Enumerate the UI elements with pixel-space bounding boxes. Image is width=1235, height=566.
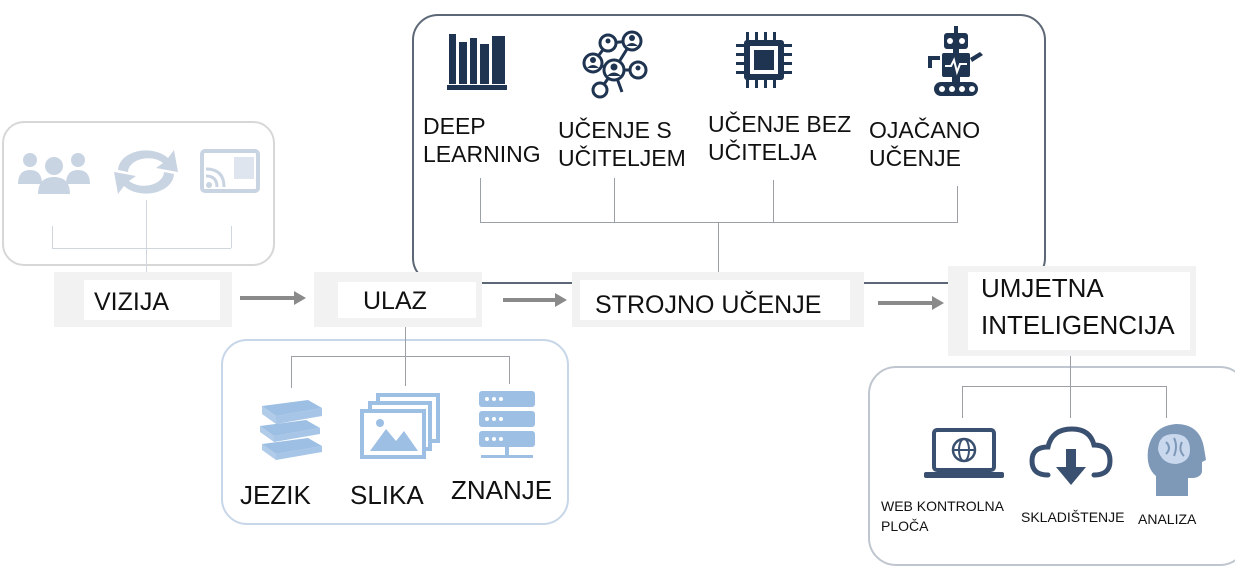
stage-vision-label: VIZIJA <box>94 288 170 316</box>
ml-connector-tick <box>614 178 615 222</box>
stage-input <box>314 272 482 327</box>
vision-connector-horizontal <box>52 248 231 249</box>
flow-arrow-2 <box>503 293 567 307</box>
brain-head-icon <box>1144 420 1208 500</box>
flow-arrow-1 <box>240 291 306 305</box>
network-people-icon <box>578 28 650 100</box>
vision-connector-stem <box>146 200 147 280</box>
stage-machine-learning <box>572 272 864 327</box>
image-gallery-icon <box>360 393 444 461</box>
ml-item-unsupervised-label: UČENJE BEZ UČITELJA <box>708 111 852 166</box>
robot-icon <box>926 26 986 98</box>
input-connector-horizontal <box>291 356 509 357</box>
vision-panel <box>2 121 275 266</box>
people-group-icon <box>16 150 92 194</box>
ai-item-analysis-label: ANALIZA <box>1138 511 1197 527</box>
input-panel <box>221 339 569 525</box>
ai-connector-tick <box>1070 356 1071 418</box>
refresh-icon <box>106 146 186 198</box>
input-item-image-label: SLIKA <box>350 480 424 510</box>
ml-connector-stem <box>718 222 719 272</box>
ml-item-reinforcement-label: OJAČANO UČENJE <box>869 117 981 172</box>
cloud-download-icon <box>1028 423 1114 489</box>
book-stack-icon <box>254 392 328 462</box>
server-icon <box>475 389 539 461</box>
input-connector-tick <box>291 356 292 388</box>
input-connector-tick <box>405 318 406 386</box>
stage-ai <box>948 266 1196 356</box>
stage-machine-learning-label: STROJNO UČENJE <box>595 291 822 319</box>
ml-connector-horizontal <box>480 222 958 223</box>
vision-connector-tick <box>231 226 232 248</box>
ai-connector-tick <box>962 386 963 418</box>
laptop-globe-icon <box>922 426 1006 482</box>
input-connector-tick <box>509 356 510 384</box>
ml-connector-tick <box>773 180 774 222</box>
input-item-knowledge-label: ZNANJE <box>451 475 553 505</box>
input-item-language-label: JEZIK <box>240 480 311 510</box>
ai-connector-horizontal <box>962 386 1166 387</box>
ai-item-storage-label: SKLADIŠTENJE <box>1021 509 1125 525</box>
flow-arrow-3 <box>878 296 944 310</box>
books-icon <box>447 30 509 90</box>
vision-connector-tick <box>52 226 53 248</box>
ai-connector-tick <box>1166 386 1167 418</box>
ml-item-deep-learning-label: DEEP LEARNING <box>423 113 541 168</box>
ml-item-supervised-label: UČENJE S UČITELJEM <box>558 117 686 172</box>
ai-item-dashboard-label: WEB KONTROLNA PLOČA <box>881 498 1004 535</box>
ml-connector-tick <box>480 178 481 222</box>
cast-screen-icon <box>198 145 262 197</box>
stage-ai-label: UMJETNA INTELIGENCIJA <box>981 273 1175 340</box>
ml-connector-tick <box>957 186 958 222</box>
stage-vision <box>54 272 232 327</box>
chip-icon <box>734 30 794 90</box>
stage-input-label: ULAZ <box>363 287 427 315</box>
